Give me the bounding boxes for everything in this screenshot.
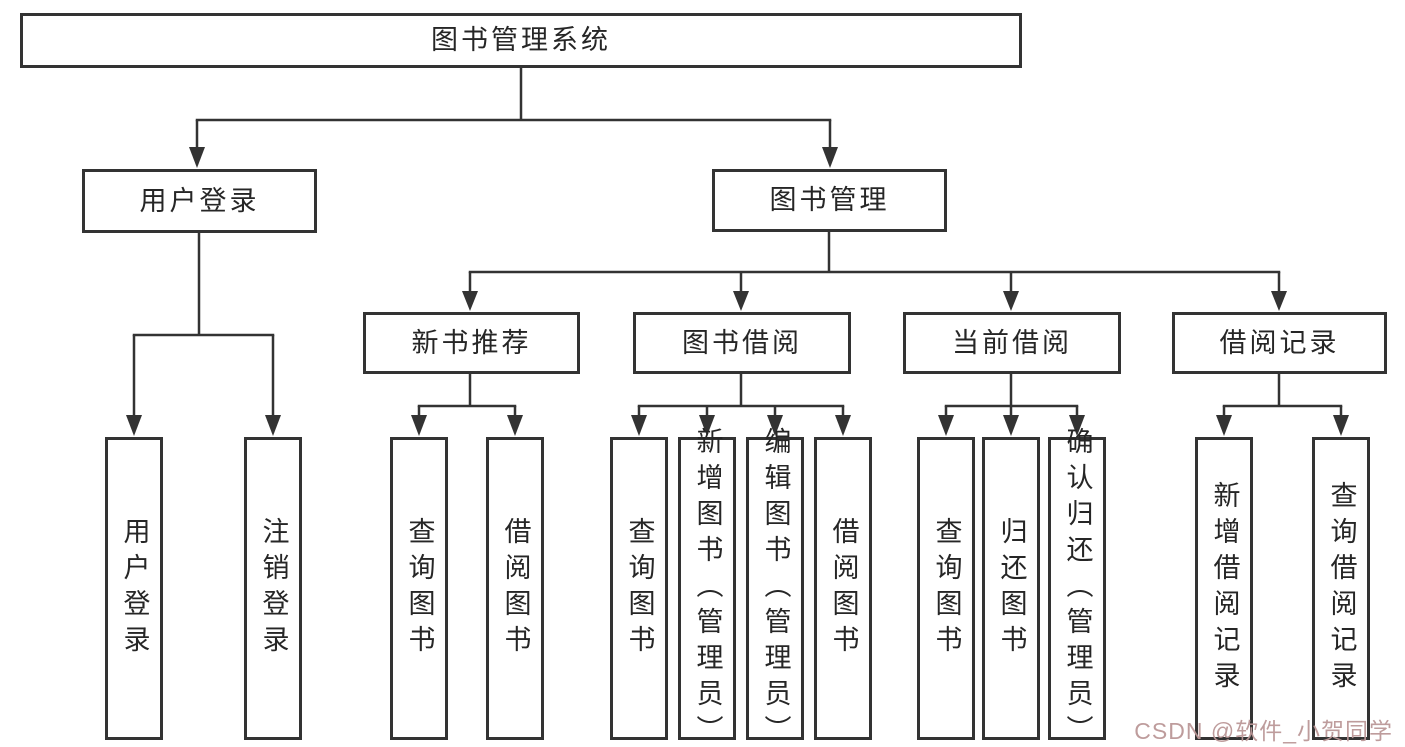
node-library-system-label: 图书管理系统 [431, 25, 611, 55]
leaf-query-books-recommend-label: 查询图书 [404, 516, 435, 661]
leaf-query-books-current: 查询图书 [917, 437, 975, 740]
leaf-confirm-return-admin-label: 确认归还（管理员） [1062, 426, 1093, 747]
leaf-query-borrow-record: 查询借阅记录 [1312, 437, 1370, 740]
leaf-query-books-borrowing-label: 查询图书 [624, 516, 655, 661]
leaf-user-login-label: 用户登录 [119, 516, 150, 661]
leaf-return-books-label: 归还图书 [996, 516, 1027, 661]
leaf-add-books-admin: 新增图书（管理员） [678, 427, 736, 747]
leaf-query-books-borrowing: 查询图书 [610, 437, 668, 740]
leaf-query-books-recommend: 查询图书 [390, 437, 448, 740]
leaf-confirm-return-admin: 确认归还（管理员） [1048, 427, 1106, 747]
node-user-login: 用户登录 [82, 169, 317, 233]
watermark: CSDN @软件_小贺同学 [1134, 718, 1393, 744]
leaf-query-borrow-record-label: 查询借阅记录 [1326, 480, 1357, 697]
leaf-borrow-books-recommend-label: 借阅图书 [500, 516, 531, 661]
leaf-add-books-admin-label: 新增图书（管理员） [692, 426, 723, 747]
leaf-add-borrow-record: 新增借阅记录 [1195, 437, 1253, 740]
leaf-borrow-books-recommend: 借阅图书 [486, 437, 544, 740]
leaf-logout-label: 注销登录 [258, 516, 289, 661]
node-book-borrowing-label: 图书借阅 [682, 327, 802, 358]
node-user-login-label: 用户登录 [139, 185, 260, 216]
leaf-borrow-books-borrowing: 借阅图书 [814, 437, 872, 740]
leaf-add-borrow-record-label: 新增借阅记录 [1209, 480, 1240, 697]
leaf-query-books-current-label: 查询图书 [931, 516, 962, 661]
node-borrowing-records: 借阅记录 [1172, 312, 1387, 374]
leaf-logout: 注销登录 [244, 437, 302, 740]
node-current-borrowing: 当前借阅 [903, 312, 1121, 374]
leaf-user-login: 用户登录 [105, 437, 163, 740]
leaf-edit-books-admin-label: 编辑图书（管理员） [760, 426, 791, 747]
node-book-borrowing: 图书借阅 [633, 312, 851, 374]
node-borrowing-records-label: 借阅记录 [1219, 327, 1340, 358]
node-new-book-recommend: 新书推荐 [363, 312, 580, 374]
node-book-management-label: 图书管理 [769, 185, 890, 215]
node-book-management: 图书管理 [712, 169, 947, 232]
leaf-edit-books-admin: 编辑图书（管理员） [746, 427, 804, 747]
node-library-system: 图书管理系统 [20, 13, 1022, 68]
node-current-borrowing-label: 当前借阅 [952, 327, 1072, 358]
node-new-book-recommend-label: 新书推荐 [411, 327, 532, 358]
leaf-return-books: 归还图书 [982, 437, 1040, 740]
leaf-borrow-books-borrowing-label: 借阅图书 [828, 516, 859, 661]
